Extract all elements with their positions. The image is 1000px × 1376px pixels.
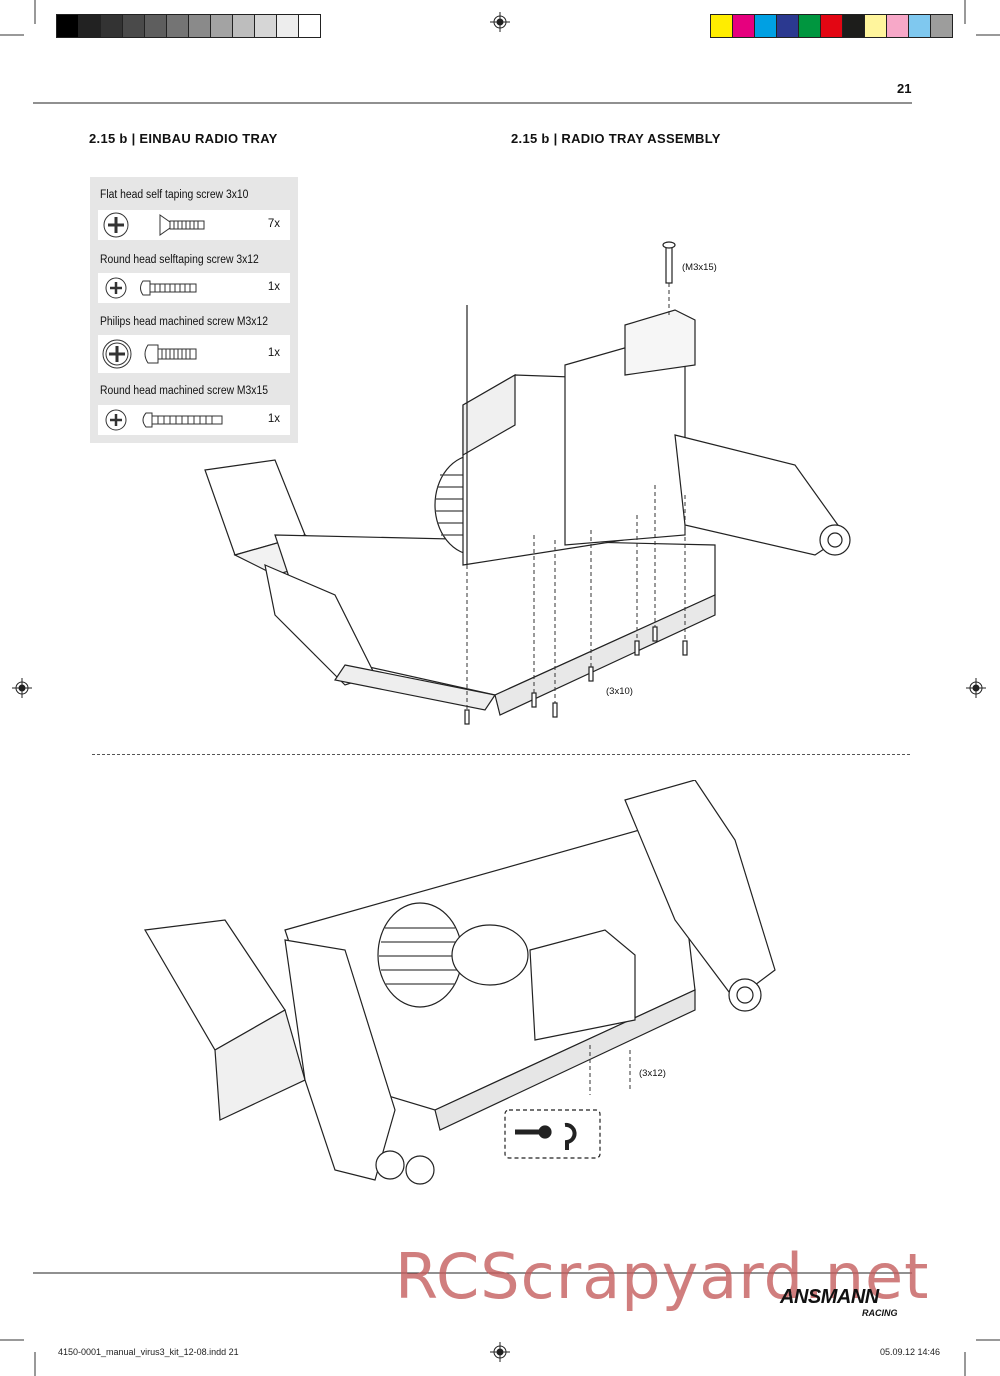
color-swatch (931, 15, 952, 37)
color-swatch (821, 15, 843, 37)
color-swatch (711, 15, 733, 37)
gray-swatch (255, 15, 277, 37)
footer-file-name: 4150-0001_manual_virus3_kit_12-08.indd 2… (58, 1347, 239, 1357)
round-head-machined-screw-icon (105, 409, 223, 431)
color-swatch (777, 15, 799, 37)
radio-tray-assembly-drawing (204, 241, 851, 725)
section-title-en: 2.15 b | RADIO TRAY ASSEMBLY (511, 131, 721, 146)
gray-swatch (167, 15, 189, 37)
registration-mark-top (490, 12, 510, 32)
gray-swatch (145, 15, 167, 37)
part-qty: 1x (267, 281, 280, 293)
parts-list-box: Flat head self taping screw 3x10 7x Roun… (90, 177, 298, 443)
color-swatch (733, 15, 755, 37)
color-swatch (799, 15, 821, 37)
part-title: Round head machined screw M3x15 (100, 385, 269, 397)
part-title: Philips head machined screw M3x12 (100, 316, 268, 328)
gray-swatch (211, 15, 233, 37)
registration-mark-bottom (490, 1342, 510, 1362)
color-swatch (909, 15, 931, 37)
part-title: Round head selftaping screw 3x12 (100, 254, 259, 266)
gray-swatch (299, 15, 320, 37)
gray-swatch (79, 15, 101, 37)
callout-3x12: (3x12) (639, 1068, 666, 1079)
completed-chassis-drawing (144, 780, 776, 1185)
footer-date: 05.09.12 14:46 (880, 1347, 941, 1357)
grayscale-calibration-bar (56, 14, 321, 38)
color-swatch (865, 15, 887, 37)
gray-swatch (277, 15, 299, 37)
gray-swatch (57, 15, 79, 37)
section-title-de: 2.15 b | EINBAU RADIO TRAY (89, 131, 278, 146)
brand-logo-sub: RACING (862, 1308, 898, 1318)
gray-swatch (233, 15, 255, 37)
page-number: 21 (897, 81, 912, 96)
brand-logo: ANSMANN (780, 1286, 879, 1308)
color-swatch (887, 15, 909, 37)
registration-mark-left (12, 678, 32, 698)
part-qty: 7x (267, 218, 280, 230)
gray-swatch (101, 15, 123, 37)
color-swatch (755, 15, 777, 37)
watermark: RCScrapyard.net (395, 1240, 930, 1313)
section-divider (92, 754, 910, 755)
part-row: 1x (98, 405, 290, 435)
gray-swatch (189, 15, 211, 37)
part-row: 1x (98, 335, 290, 373)
flat-head-screw-icon (103, 212, 205, 238)
callout-m3x15: (M3x15) (682, 262, 717, 273)
registration-mark-right (966, 678, 986, 698)
part-qty: 1x (267, 347, 280, 359)
color-swatch (843, 15, 865, 37)
round-head-screw-icon (105, 277, 197, 299)
part-row: 7x (98, 210, 290, 240)
part-qty: 1x (267, 413, 280, 425)
gray-swatch (123, 15, 145, 37)
part-row: 1x (98, 273, 290, 303)
part-title: Flat head self taping screw 3x10 (100, 189, 249, 201)
philips-head-screw-icon (102, 339, 197, 369)
callout-3x10: (3x10) (606, 686, 633, 697)
color-calibration-bar (710, 14, 953, 38)
